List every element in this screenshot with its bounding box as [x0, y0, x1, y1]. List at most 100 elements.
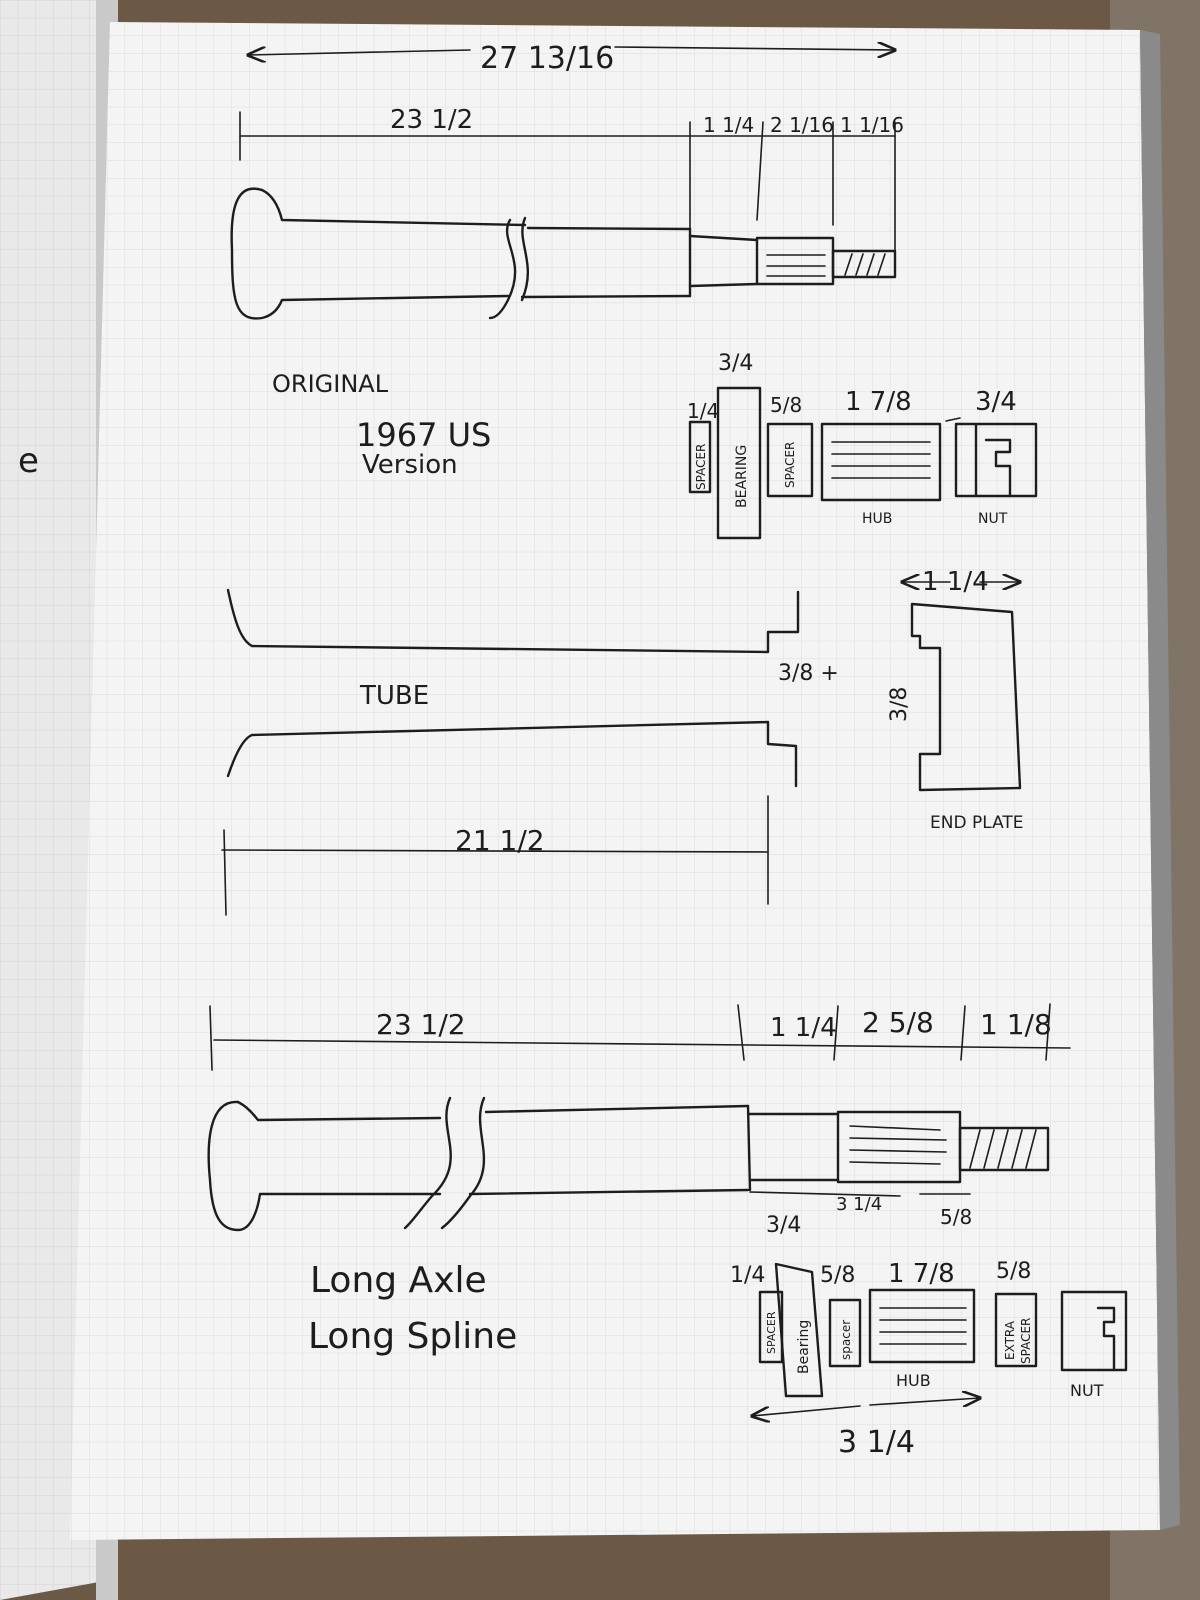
orig-spacer1-box [688, 420, 712, 494]
tube-length-label: 21 1/2 [455, 824, 545, 857]
orig-nut-label: NUT [978, 511, 1008, 527]
long-extra-label-2: SPACER [1019, 1318, 1033, 1364]
long-spacer1-label: SPACER [765, 1311, 778, 1354]
long-spacer2-label: spacer [839, 1320, 853, 1360]
long-shaft-lower [468, 1188, 750, 1196]
margin-mark: e [18, 441, 39, 481]
original-label-line1: ORIGINAL [272, 370, 389, 398]
top-break-mark-1 [488, 218, 517, 320]
orig-hub-dim: 1 7/8 [845, 387, 912, 417]
tube-label: TUBE [359, 681, 429, 711]
original-label: ORIGINAL 1967 US Version [272, 370, 491, 480]
tube-length-dim-line [221, 849, 769, 853]
tube-length-tick-start [223, 829, 227, 916]
long-spacer2-dim: 5/8 [820, 1263, 855, 1288]
long-spline-line-3 [849, 1149, 947, 1153]
long-total-arrow-right [869, 1398, 980, 1405]
orig-hub-label: HUB [862, 511, 892, 527]
overall-length-label: 27 13/16 [480, 41, 614, 76]
long-assembly: 23 1/2 1 1/4 2 5/8 1 1/8 3/4 3 1/4 5/8 [207, 1003, 1071, 1238]
top-shaft-lower [520, 294, 692, 299]
top-dim-a: 1 1/4 [703, 113, 754, 137]
long-label-line2: Long Spline [308, 1316, 517, 1357]
tube-drawing: TUBE 3/8 + 21 1/2 [221, 588, 839, 916]
long-spline-line-1 [849, 1125, 941, 1131]
overall-arrow-right [614, 47, 895, 50]
top-journal-lower [688, 282, 759, 288]
long-extra-dim: 5/8 [996, 1259, 1031, 1284]
long-nut-thread-notch [1096, 1306, 1116, 1372]
end-plate-profile [910, 602, 1022, 792]
long-shaft-upper [484, 1104, 750, 1114]
orig-hub-box [820, 422, 942, 502]
long-hub-box [868, 1288, 976, 1364]
long-nut-label: NUT [1070, 1381, 1104, 1400]
top-assembly: 27 13/16 23 1/2 1 1/4 2 1/16 1 1/16 [230, 41, 904, 320]
long-dim-tick-b [833, 1005, 839, 1061]
long-dim-line [213, 1039, 1071, 1049]
right-page-grid [70, 22, 1160, 1540]
orig-spacer1-dim: 1/4 [687, 399, 719, 423]
orig-nut-thread-notch [984, 438, 1012, 498]
long-under-a: 3/4 [766, 1213, 801, 1238]
orig-nut-box [954, 422, 1038, 498]
orig-spacer2-box [766, 422, 814, 498]
long-extra-spacer-box [994, 1292, 1038, 1368]
end-plate-width-dim: 1 1/4 [922, 567, 989, 597]
orig-bearing-label: BEARING [734, 445, 750, 508]
top-thread-hatch [844, 253, 886, 276]
long-under-b: 3 1/4 [836, 1194, 882, 1215]
orig-spacer2-label: SPACER [783, 442, 797, 488]
long-extra-label-1: EXTRA [1003, 1320, 1017, 1360]
long-axle-head-lower [207, 1100, 442, 1232]
orig-nut-tick [945, 417, 961, 422]
long-dim-tick-end [1045, 1003, 1051, 1061]
top-journal-upper [688, 234, 759, 242]
long-spacer1-dim: 1/4 [730, 1263, 765, 1288]
long-spline-line-2 [849, 1137, 947, 1141]
long-dim-a: 1 1/4 [770, 1013, 837, 1043]
top-break-mark-2 [520, 216, 530, 302]
long-dim-tick-a [737, 1004, 745, 1061]
original-label-line3: Version [362, 450, 458, 480]
long-bearing-box [774, 1262, 824, 1398]
overall-arrow-left [248, 50, 471, 55]
end-plate-drawing: 1 1/4 3/8 END PLATE [887, 567, 1024, 833]
original-parts-stack: 3/4 1/4 5/8 1 7/8 3/4 SPACER BEARING SPA… [687, 351, 1038, 540]
long-break-mark-1 [403, 1096, 452, 1230]
top-axle-head-lower [230, 187, 510, 320]
orig-bearing-dim: 3/4 [718, 351, 753, 376]
long-nut-box [1060, 1290, 1128, 1372]
long-spacer1-box [758, 1290, 784, 1364]
orig-bearing-box [716, 386, 762, 540]
end-plate-depth-dim: 3/8 [887, 687, 912, 722]
top-shaft-upper [526, 226, 692, 231]
long-hub-dim: 1 7/8 [888, 1259, 955, 1289]
orig-nut-dim: 3/4 [975, 387, 1017, 417]
tube-upper-profile [226, 588, 800, 654]
long-spline-line-4 [849, 1161, 941, 1165]
long-dim-tick-c [960, 1005, 966, 1061]
long-shaft-end [746, 1104, 752, 1192]
long-thread-section [958, 1126, 1050, 1172]
page-stack-edge [1140, 30, 1180, 1530]
original-label-line2: 1967 US [356, 416, 491, 454]
long-spacer2-box [828, 1298, 862, 1368]
long-dim-shaft: 23 1/2 [376, 1008, 466, 1041]
top-dim-tick-b [756, 121, 764, 221]
long-bearing-label: Bearing [796, 1320, 812, 1374]
long-parts-stack: 1/4 5/8 1 7/8 5/8 SPACER Bearing spacer … [730, 1259, 1128, 1460]
tube-step-dim: 3/8 + [778, 661, 839, 686]
top-axle-head-upper [260, 188, 527, 227]
tube-lower-profile [226, 720, 798, 788]
top-thread-section [831, 249, 897, 279]
long-thread-hatch [969, 1129, 1037, 1169]
top-dim-c: 1 1/16 [840, 113, 904, 137]
top-dim-shaft: 23 1/2 [390, 105, 473, 135]
long-under-dim-line [749, 1191, 901, 1197]
top-dim-b: 2 1/16 [770, 113, 834, 137]
long-total-dim: 3 1/4 [838, 1425, 915, 1460]
orig-spacer1-label: SPACER [694, 444, 708, 490]
long-dim-tick-start [209, 1005, 213, 1071]
long-axle-label: Long Axle Long Spline [308, 1260, 517, 1357]
